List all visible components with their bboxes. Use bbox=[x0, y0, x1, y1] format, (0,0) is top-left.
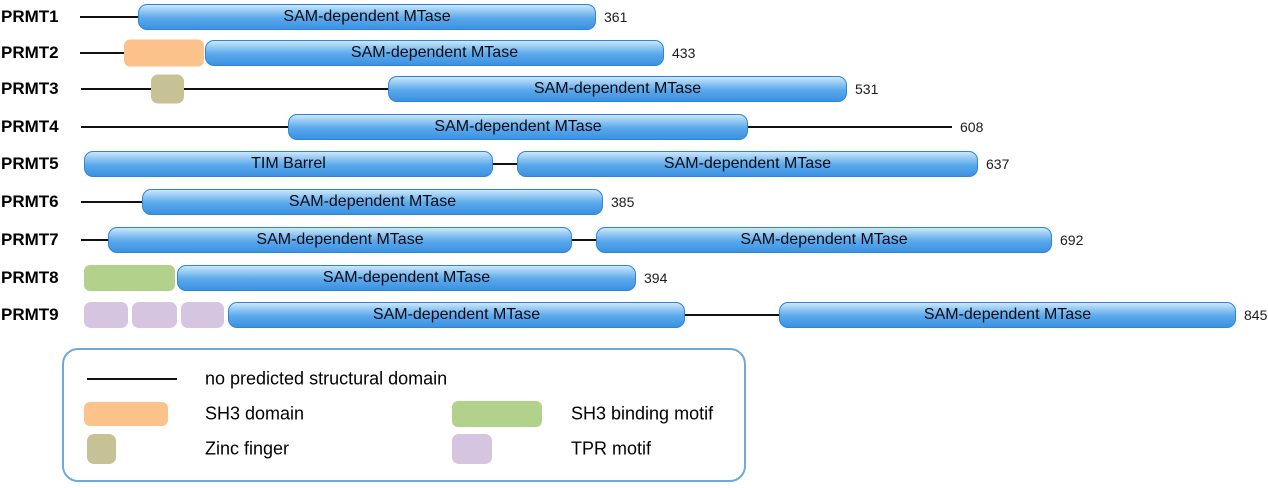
domain-bar: SAM-dependent MTase bbox=[288, 114, 748, 140]
domain-label: SAM-dependent MTase bbox=[288, 193, 457, 210]
protein-row: PRMT9 SAM-dependent MTase SAM-dependent MT… bbox=[0, 296, 1268, 334]
domain-label: SAM-dependent MTase bbox=[350, 44, 519, 61]
legend-item-sh3-binding: SH3 binding motif bbox=[452, 399, 742, 429]
domain-bar: SAM-dependent MTase bbox=[138, 4, 596, 30]
domain-bar: SAM-dependent MTase bbox=[228, 302, 685, 328]
linker-line bbox=[184, 88, 388, 90]
linker-line-swatch bbox=[87, 378, 177, 380]
domain-label: SAM-dependent MTase bbox=[533, 80, 702, 97]
protein-name: PRMT9 bbox=[1, 305, 59, 324]
sh3-binding-swatch bbox=[452, 401, 542, 427]
domain-bar: SAM-dependent MTase bbox=[177, 265, 636, 291]
linker-line bbox=[748, 126, 952, 128]
domain-label: SAM-dependent MTase bbox=[372, 306, 541, 323]
domain-bar: SAM-dependent MTase bbox=[388, 76, 847, 102]
protein-name: PRMT1 bbox=[1, 7, 59, 26]
sh3-domain-swatch bbox=[84, 402, 168, 426]
protein-name: PRMT7 bbox=[1, 230, 59, 249]
tpr-motif-box bbox=[84, 302, 128, 328]
protein-length: 637 bbox=[986, 156, 1010, 172]
linker-line bbox=[81, 88, 151, 90]
tpr-motif-box bbox=[181, 302, 224, 328]
protein-name: PRMT2 bbox=[1, 43, 59, 62]
sh3-domain-box bbox=[124, 39, 204, 67]
linker-line bbox=[81, 239, 108, 241]
legend-label: SH3 domain bbox=[205, 403, 305, 424]
domain-label: SAM-dependent MTase bbox=[663, 155, 832, 172]
protein-row: PRMT7 SAM-dependent MTase SAM-dependent MT… bbox=[0, 221, 1268, 259]
protein-row: PRMT1 SAM-dependent MTase 361 bbox=[0, 0, 1268, 36]
domain-bar: SAM-dependent MTase bbox=[779, 302, 1236, 328]
protein-length: 845 bbox=[1244, 307, 1268, 323]
domain-bar: SAM-dependent MTase bbox=[596, 227, 1052, 253]
protein-length: 531 bbox=[855, 81, 879, 97]
legend-label: Zinc finger bbox=[205, 438, 290, 459]
legend-label: TPR motif bbox=[571, 438, 652, 459]
protein-name: PRMT5 bbox=[1, 154, 59, 173]
protein-row: PRMT6 SAM-dependent MTase 385 bbox=[0, 183, 1268, 221]
protein-row: PRMT4 SAM-dependent MTase 608 bbox=[0, 108, 1268, 146]
domain-bar: SAM-dependent MTase bbox=[108, 227, 572, 253]
domain-bar: SAM-dependent MTase bbox=[142, 189, 603, 215]
linker-line bbox=[80, 52, 124, 54]
domain-bar: SAM-dependent MTase bbox=[205, 40, 664, 66]
protein-length: 433 bbox=[672, 45, 696, 61]
linker-line bbox=[685, 314, 779, 316]
domain-bar: SAM-dependent MTase bbox=[517, 151, 978, 177]
tpr-motif-box bbox=[132, 302, 177, 328]
domain-label: SAM-dependent MTase bbox=[740, 231, 908, 248]
protein-row: PRMT3 SAM-dependent MTase 531 bbox=[0, 70, 1268, 108]
protein-row: PRMT2 SAM-dependent MTase 433 bbox=[0, 34, 1268, 72]
domain-label: SAM-dependent MTase bbox=[923, 306, 1092, 323]
linker-line bbox=[81, 201, 142, 203]
protein-name: PRMT4 bbox=[1, 117, 59, 136]
legend-item-zinc-finger: Zinc finger bbox=[87, 434, 437, 464]
legend-item-sh3-domain: SH3 domain bbox=[84, 399, 434, 429]
domain-label: SAM-dependent MTase bbox=[256, 231, 424, 248]
tpr-motif-swatch bbox=[452, 434, 492, 464]
domain-label: SAM-dependent MTase bbox=[322, 269, 491, 286]
protein-name: PRMT6 bbox=[1, 192, 59, 211]
protein-length: 394 bbox=[644, 270, 668, 286]
protein-name: PRMT8 bbox=[1, 268, 59, 287]
domain-bar: TIM Barrel bbox=[84, 151, 493, 177]
protein-length: 692 bbox=[1060, 232, 1084, 248]
linker-line bbox=[80, 16, 138, 18]
zinc-finger-box bbox=[151, 74, 184, 104]
legend-item-linker: no predicted structural domain bbox=[87, 364, 687, 394]
domain-label: SAM-dependent MTase bbox=[434, 118, 602, 135]
protein-length: 385 bbox=[611, 194, 635, 210]
legend-label: no predicted structural domain bbox=[205, 368, 448, 389]
linker-line bbox=[81, 126, 288, 128]
sh3-binding-box bbox=[84, 265, 175, 291]
linker-line bbox=[572, 239, 596, 241]
domain-label: SAM-dependent MTase bbox=[283, 8, 451, 25]
protein-row: PRMT5 TIM Barrel SAM-dependent MTase 637 bbox=[0, 145, 1268, 183]
protein-length: 361 bbox=[604, 9, 628, 25]
legend-item-tpr-motif: TPR motif bbox=[452, 434, 742, 464]
protein-row: PRMT8 SAM-dependent MTase 394 bbox=[0, 259, 1268, 297]
legend: no predicted structural domain SH3 domai… bbox=[62, 348, 746, 482]
linker-line bbox=[493, 163, 517, 165]
protein-length: 608 bbox=[960, 119, 984, 135]
legend-label: SH3 binding motif bbox=[571, 403, 714, 424]
domain-label: TIM Barrel bbox=[251, 155, 326, 172]
zinc-finger-swatch bbox=[87, 434, 116, 464]
protein-name: PRMT3 bbox=[1, 79, 59, 98]
